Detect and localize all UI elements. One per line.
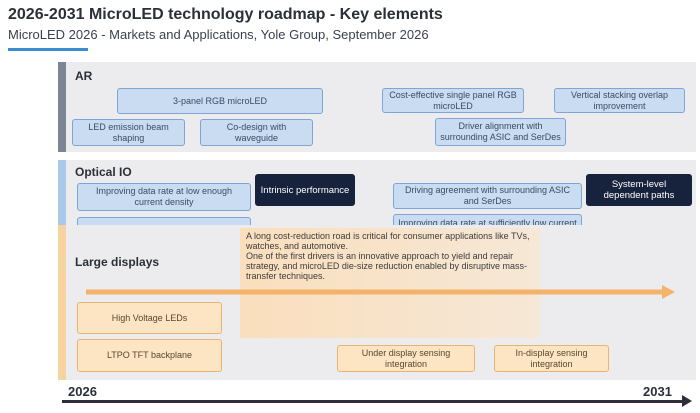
timeline-arrowhead [682,395,692,407]
optical-item-intrinsic-performance: Intrinsic performance [255,174,355,206]
ar-item-beam-shaping: LED emission beam shaping [72,119,185,146]
timeline-axis [62,400,684,403]
band-large-displays-label: Large displays [75,255,160,269]
optical-item-driving-agreement: Driving agreement with surrounding ASIC … [393,183,582,209]
ar-item-driver-alignment: Driver alignment with surrounding ASIC a… [435,118,566,146]
large-displays-note: A long cost-reduction road is critical f… [240,228,540,338]
optical-item-system-level: System-level dependent paths [586,174,692,206]
band-ar-label: AR [75,69,93,83]
timeline-end-year: 2031 [643,384,672,399]
ar-item-vertical-stacking: Vertical stacking overlap improvement [554,88,685,113]
page-subtitle: MicroLED 2026 - Markets and Applications… [8,27,429,42]
large-item-in-display-sensing: In-display sensing integration [494,345,609,372]
band-optical-io-label: Optical IO [75,165,132,179]
ar-item-co-design: Co-design with waveguide [200,119,313,146]
band-ar-stripe [58,62,66,152]
large-item-high-voltage-leds: High Voltage LEDs [77,302,222,334]
title-underline [8,48,88,51]
band-optical-io-stripe [58,160,66,247]
optical-item-data-rate-low: Improving data rate at low enough curren… [77,183,251,211]
large-item-ltpo-backplane: LTPO TFT backplane [77,339,222,372]
ar-item-single-panel: Cost-effective single panel RGB microLED [382,88,524,113]
page-title: 2026-2031 MicroLED technology roadmap - … [8,6,443,23]
timeline-start-year: 2026 [68,384,97,399]
large-item-under-display-sensing: Under display sensing integration [337,345,475,372]
band-large-displays-stripe [58,225,66,380]
ar-item-3-panel-rgb: 3-panel RGB microLED [117,88,323,114]
